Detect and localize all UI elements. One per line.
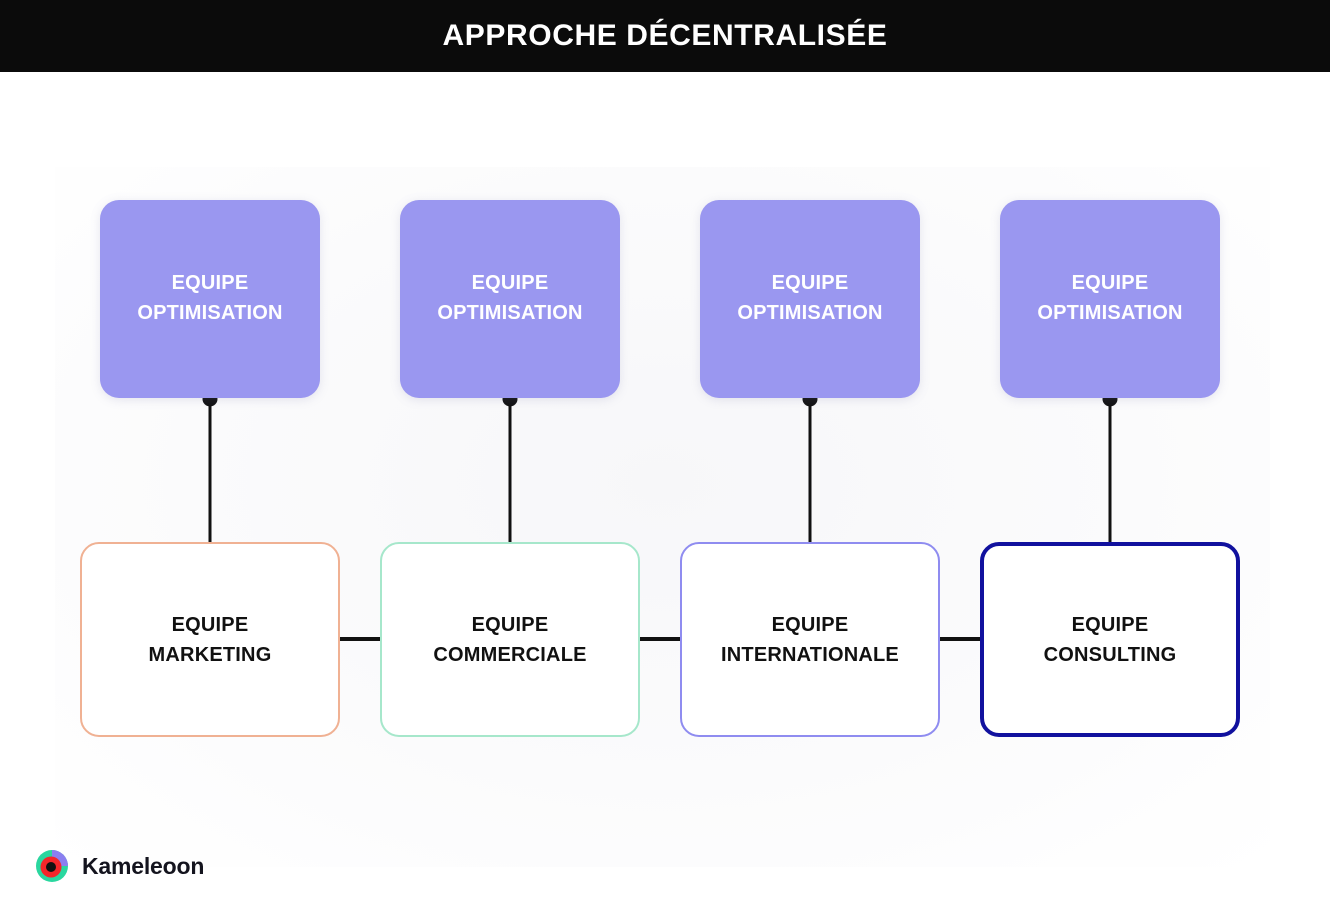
bottom-box-equipe-consulting[interactable]: EQUIPE CONSULTING — [980, 542, 1240, 737]
top-box-optimisation-3[interactable]: EQUIPE OPTIMISATION — [700, 200, 920, 398]
brand-name: Kameleoon — [82, 852, 205, 879]
top-box-label-4: EQUIPE OPTIMISATION — [1037, 272, 1183, 324]
bottom-box-label-marketing: EQUIPE MARKETING — [148, 613, 272, 666]
bottom-box-equipe-commerciale[interactable]: EQUIPE COMMERCIALE — [380, 542, 640, 737]
page-title: APPROCHE DÉCENTRALISÉE — [442, 19, 888, 52]
top-box-optimisation-1[interactable]: EQUIPE OPTIMISATION — [100, 200, 320, 398]
top-box-label-2: EQUIPE OPTIMISATION — [437, 272, 583, 324]
top-box-label-3: EQUIPE OPTIMISATION — [737, 272, 883, 324]
bottom-box-equipe-marketing[interactable]: EQUIPE MARKETING — [80, 542, 340, 737]
bottom-box-equipe-internationale[interactable]: EQUIPE INTERNATIONALE — [680, 542, 940, 737]
top-box-optimisation-2[interactable]: EQUIPE OPTIMISATION — [400, 200, 620, 398]
bottom-box-label-internationale: EQUIPE INTERNATIONALE — [721, 613, 899, 666]
bottom-box-label-consulting: EQUIPE CONSULTING — [1043, 613, 1177, 666]
top-box-label-1: EQUIPE OPTIMISATION — [137, 272, 283, 324]
header-bar: APPROCHE DÉCENTRALISÉE — [0, 0, 1330, 72]
kameleoon-logo-icon — [36, 850, 68, 882]
brand-footer: Kameleoon — [34, 848, 204, 884]
top-box-optimisation-4[interactable]: EQUIPE OPTIMISATION — [1000, 200, 1220, 398]
bottom-box-label-commerciale: EQUIPE COMMERCIALE — [433, 613, 587, 666]
